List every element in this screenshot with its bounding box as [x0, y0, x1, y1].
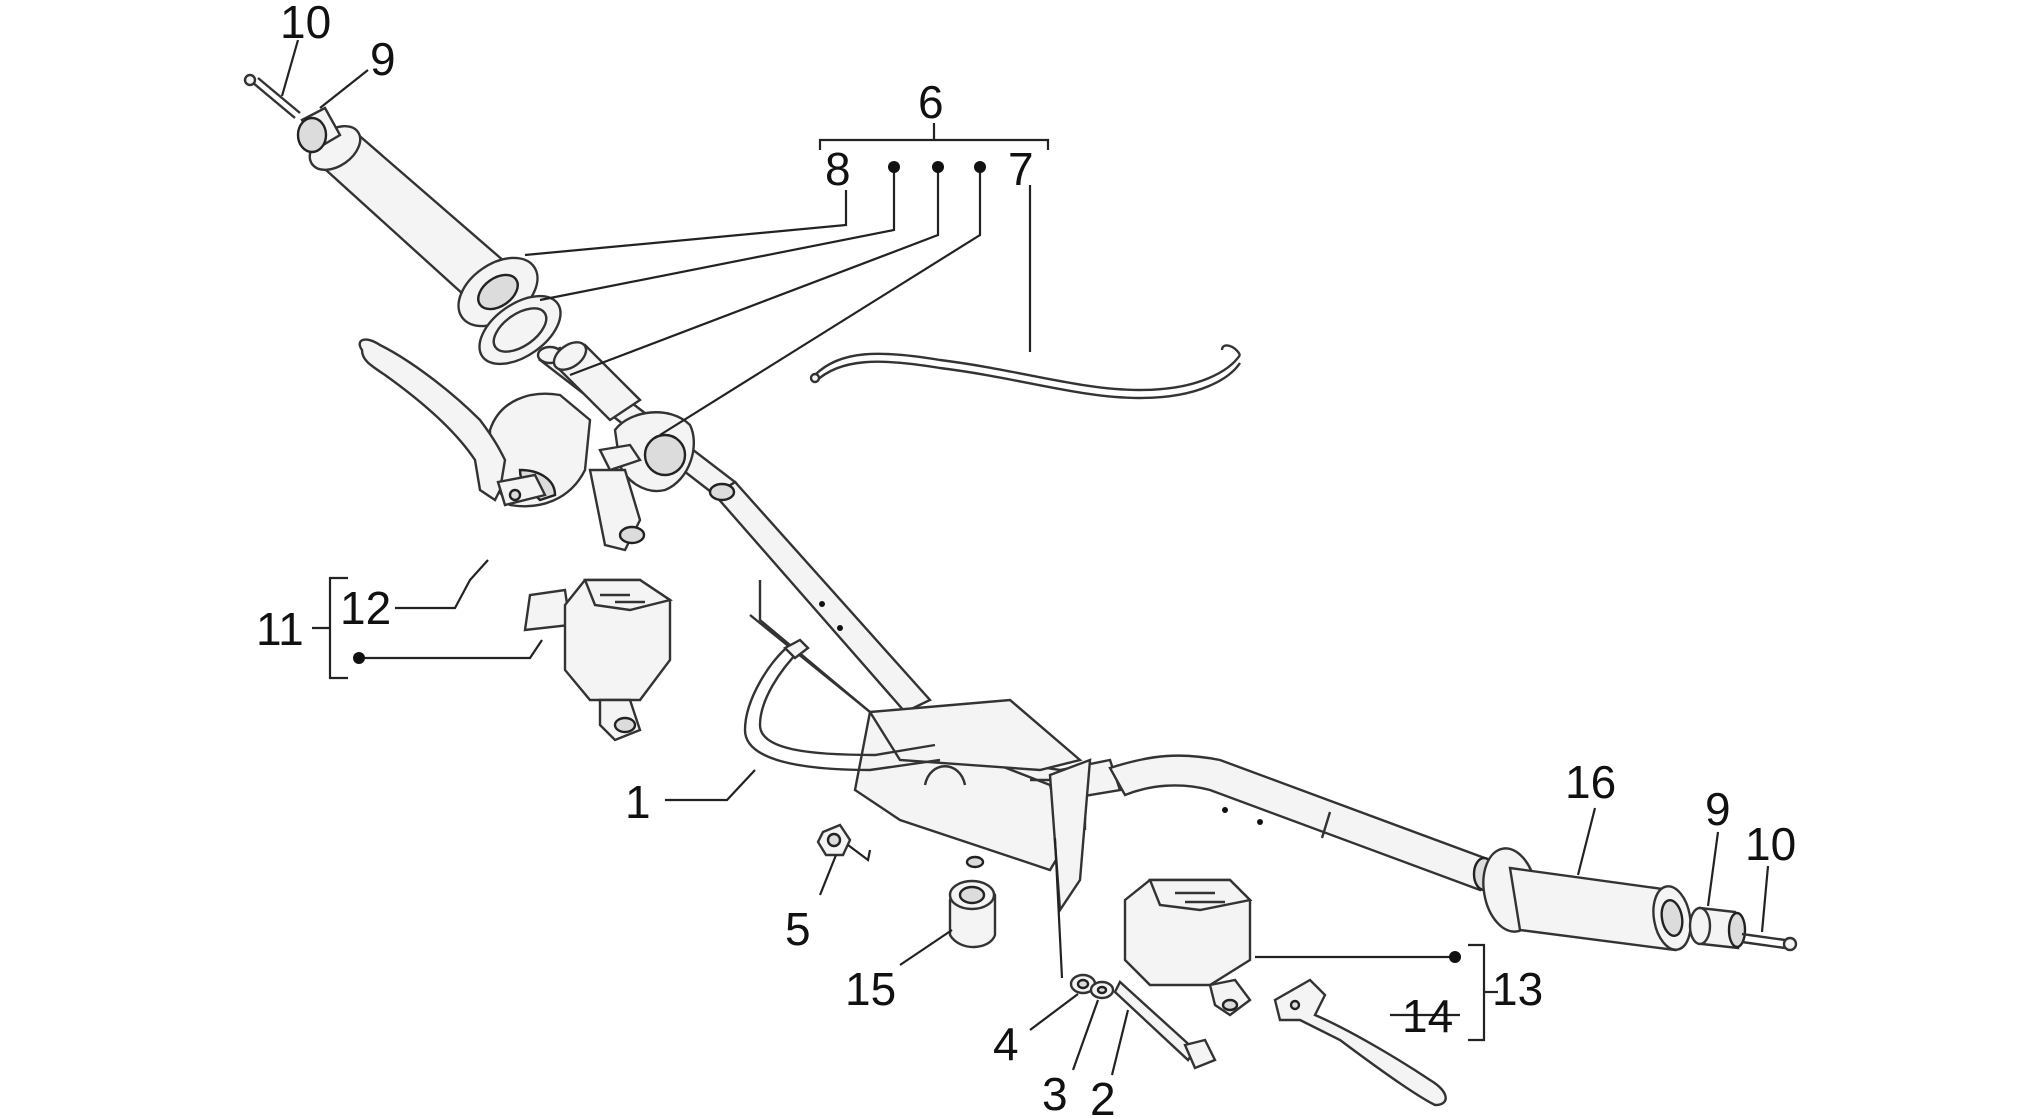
callout-15: 15 [845, 963, 896, 1015]
left-bar-end-screw [243, 73, 301, 119]
right-bar-end-screw [1741, 932, 1798, 952]
left-brake-lever [358, 338, 547, 507]
lower-cable [743, 638, 941, 772]
rubber-block [948, 879, 997, 949]
callout-9-right: 9 [1705, 783, 1731, 835]
callout-6: 6 [918, 76, 944, 128]
washer-3 [1089, 980, 1115, 1000]
nut [816, 823, 852, 857]
right-master-cylinder [1123, 878, 1253, 1017]
callout-10-top: 10 [280, 0, 331, 48]
callout-4: 4 [993, 1018, 1019, 1070]
callout-11: 11 [256, 603, 304, 655]
callout-labels: 10 9 6 8 7 12 11 1 5 15 4 3 2 14 13 16 9… [256, 0, 1796, 1119]
left-washer [478, 294, 562, 366]
callout-1: 1 [625, 776, 651, 828]
left-bar-end-weight [296, 106, 342, 154]
callout-10-right: 10 [1745, 818, 1796, 870]
throttle-sleeve [552, 341, 642, 422]
callout-9-top: 9 [370, 33, 396, 85]
callout-5: 5 [785, 903, 811, 955]
callout-14: 14 [1402, 990, 1453, 1042]
callout-3: 3 [1042, 1068, 1068, 1119]
callout-2: 2 [1090, 1073, 1116, 1119]
callout-7: 7 [1008, 143, 1034, 195]
throttle-cable [809, 344, 1242, 400]
bolt [1113, 980, 1217, 1070]
callout-8: 8 [825, 143, 851, 195]
callout-12: 12 [340, 582, 391, 634]
right-grip [1482, 847, 1692, 952]
right-brake-lever [1273, 978, 1447, 1107]
leader-dots [353, 161, 1461, 963]
callout-13: 13 [1492, 963, 1543, 1015]
callout-16: 16 [1565, 756, 1616, 808]
washer-4 [1069, 973, 1097, 995]
mounting-bracket [749, 580, 1092, 914]
throttle-control-body [588, 411, 695, 552]
leader-lines [280, 39, 1770, 1076]
left-master-cylinder [523, 578, 673, 742]
right-bar-end-weight [1688, 906, 1747, 950]
